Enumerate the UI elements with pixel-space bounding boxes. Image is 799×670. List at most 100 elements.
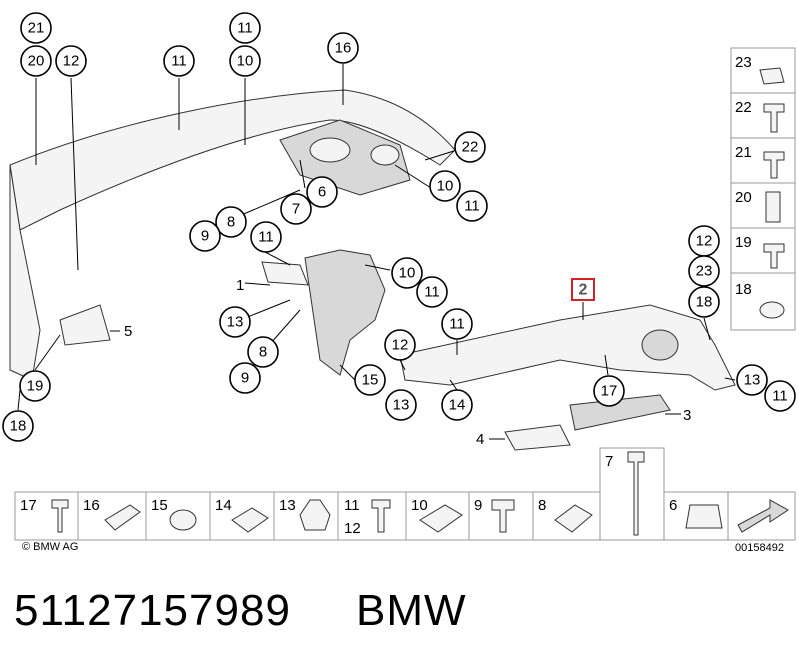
svg-text:16: 16: [335, 40, 352, 57]
legend-cell: 17: [14, 491, 79, 541]
svg-text:11: 11: [237, 20, 253, 37]
clip-nut-icon: [419, 504, 463, 533]
callout: 10: [429, 170, 461, 202]
legend-cell: 8: [532, 491, 601, 541]
highlighted-part-label: 2: [571, 278, 595, 301]
callout: 12: [688, 225, 720, 257]
svg-text:9: 9: [201, 228, 209, 245]
svg-text:7: 7: [605, 453, 613, 470]
callout: 10: [391, 257, 423, 289]
legend-cell: 11 12: [337, 491, 407, 541]
svg-text:13: 13: [227, 314, 244, 331]
screw-icon: [51, 499, 69, 533]
reference-code: 00158492: [735, 542, 784, 554]
legend-right: 23 22 21 20 19 18: [730, 47, 796, 331]
long-bolt-icon: [627, 451, 645, 536]
svg-text:5: 5: [124, 323, 132, 340]
svg-text:11: 11: [464, 198, 480, 215]
svg-text:9: 9: [241, 370, 249, 387]
svg-text:15: 15: [151, 497, 168, 514]
arrow-icon: [737, 499, 789, 533]
svg-text:14: 14: [449, 397, 466, 414]
callout: 14: [441, 389, 473, 421]
callout: 8: [247, 336, 279, 368]
legend-cell: 6: [663, 491, 729, 541]
svg-text:6: 6: [318, 184, 326, 201]
svg-text:22: 22: [735, 99, 752, 116]
legend-cell: 21: [730, 137, 796, 184]
svg-text:13: 13: [393, 397, 410, 414]
svg-text:21: 21: [735, 144, 752, 161]
svg-text:18: 18: [10, 418, 27, 435]
svg-text:20: 20: [28, 53, 45, 70]
svg-text:10: 10: [411, 497, 428, 514]
svg-text:8: 8: [538, 497, 546, 514]
callouts: 21 20 12 11 11 10 16 22 10 11 6 7 8 9 11…: [2, 12, 796, 442]
callout: 20: [20, 45, 52, 77]
callout: 10: [229, 45, 261, 77]
svg-text:22: 22: [462, 139, 479, 156]
legend-bottom: 17 16 15 14 13 11 12: [14, 447, 796, 541]
svg-text:21: 21: [28, 20, 45, 37]
callout: 23: [688, 255, 720, 287]
svg-text:19: 19: [735, 234, 752, 251]
callout: 17: [593, 375, 625, 407]
screw-icon: [371, 499, 391, 533]
svg-text:10: 10: [237, 53, 254, 70]
svg-text:19: 19: [27, 378, 44, 395]
callout: 11: [416, 276, 448, 308]
svg-text:11: 11: [258, 229, 274, 246]
svg-text:18: 18: [735, 281, 752, 298]
svg-text:3: 3: [683, 407, 691, 424]
svg-text:12: 12: [392, 337, 409, 354]
svg-text:18: 18: [696, 294, 713, 311]
legend-cell: 13: [273, 491, 339, 541]
clip-nut-icon: [231, 507, 269, 533]
callout: 12: [384, 329, 416, 361]
legend-cell: 14: [209, 491, 275, 541]
legend-cell: 16: [77, 491, 147, 541]
main-carrier: [399, 304, 736, 451]
svg-text:23: 23: [696, 263, 713, 280]
svg-text:15: 15: [362, 372, 379, 389]
svg-text:6: 6: [669, 497, 677, 514]
callout: 15: [354, 364, 386, 396]
svg-text:12: 12: [63, 53, 80, 70]
svg-text:12: 12: [344, 520, 361, 537]
callout: 9: [229, 362, 261, 394]
svg-text:2: 2: [579, 282, 588, 299]
callout: 11: [250, 221, 282, 253]
callout: 8: [215, 206, 247, 238]
screw-icon: [763, 243, 785, 269]
svg-text:11: 11: [424, 284, 440, 301]
callout: 12: [55, 45, 87, 77]
legend-cell: 7: [599, 447, 665, 541]
grommet-icon: [759, 301, 785, 319]
svg-text:9: 9: [474, 497, 482, 514]
part-number: 51127157989: [14, 586, 291, 635]
svg-text:10: 10: [399, 265, 416, 282]
svg-text:11: 11: [171, 53, 187, 70]
nut-icon: [685, 504, 723, 529]
callout: 18: [2, 410, 34, 442]
bolt-icon: [765, 191, 781, 223]
legend-cell: 23: [730, 47, 796, 94]
callout: 16: [327, 32, 359, 64]
svg-text:13: 13: [279, 497, 296, 514]
callout: 6: [306, 176, 338, 208]
svg-text:11: 11: [772, 388, 788, 405]
legend-cell: 18: [730, 272, 796, 331]
callout: 21: [20, 12, 52, 44]
parts-diagram: 21 20 12 11 11 10 16 22 10 11 6 7 8 9 11…: [2, 12, 796, 541]
svg-text:11: 11: [344, 497, 360, 514]
callout: 11: [441, 308, 473, 340]
legend-cell: 9: [468, 491, 534, 541]
nut-icon: [169, 509, 197, 531]
callout: 11: [229, 12, 261, 44]
svg-text:8: 8: [227, 214, 235, 231]
legend-cell: 10: [405, 491, 470, 541]
screw-icon: [763, 151, 785, 179]
screw-icon: [491, 499, 515, 533]
clip-nut-icon: [554, 504, 593, 533]
callout: 9: [189, 220, 221, 252]
